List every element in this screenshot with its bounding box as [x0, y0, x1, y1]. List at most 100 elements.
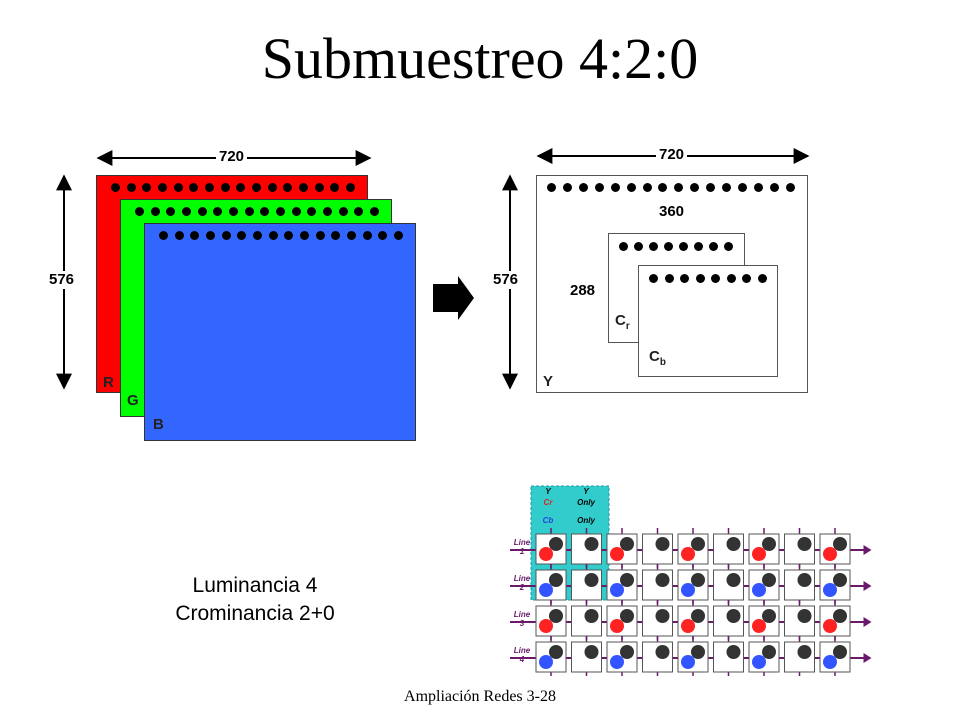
sample-dot — [649, 274, 658, 283]
pixel-cell — [677, 605, 709, 637]
sample-dot — [664, 274, 674, 283]
cb-plane-label: Cb — [649, 348, 666, 368]
cr-sample — [539, 547, 553, 561]
sample-dot — [197, 207, 207, 216]
pixel-cell — [748, 641, 780, 673]
sample-dot — [237, 231, 247, 240]
row-arrow-icon — [863, 653, 872, 663]
legend-text: Only — [577, 516, 595, 525]
cr-sample — [610, 619, 624, 633]
sample-dot — [244, 207, 254, 216]
pixel-cell — [784, 605, 815, 637]
cb-plane: Cb — [638, 265, 778, 377]
pixel-cell — [571, 533, 602, 565]
luma-sample — [762, 573, 776, 587]
cb-sample — [752, 655, 766, 669]
luma-sample — [549, 645, 563, 659]
green-plane-label: G — [127, 392, 139, 409]
sample-dot — [578, 183, 588, 192]
sample-dot — [346, 231, 356, 240]
pixel-cell — [642, 533, 673, 565]
chroma-width-label: 360 — [656, 203, 688, 221]
cb-sample — [681, 583, 695, 597]
pixel-cell — [819, 641, 851, 673]
sample-dot — [345, 183, 355, 192]
pixel-cell — [606, 533, 638, 565]
luma-sample — [691, 609, 705, 623]
sample-dot — [189, 183, 199, 192]
sample-dot — [283, 183, 293, 192]
cr-sample-dots — [619, 242, 733, 251]
sample-dot — [181, 207, 191, 216]
sample-dot — [126, 183, 136, 192]
sample-dot — [205, 231, 215, 240]
red-plane-label: R — [103, 374, 114, 391]
cb-sample — [539, 655, 553, 669]
sample-dot — [726, 274, 736, 283]
pixel-cell — [642, 569, 673, 601]
pixel-cell — [535, 605, 567, 637]
caption: Luminancia 4 Crominancia 2+0 — [130, 572, 380, 628]
legend-text: Cb — [543, 516, 554, 525]
sample-dot — [142, 183, 152, 192]
pixel-cell — [677, 569, 709, 601]
row-label: Line — [514, 646, 531, 655]
sample-dot — [634, 242, 643, 251]
legend-text: Y — [545, 487, 551, 496]
row-arrow-icon — [863, 617, 872, 627]
sample-dot — [709, 242, 718, 251]
sample-dot — [299, 231, 309, 240]
sample-dot — [642, 183, 652, 192]
cr-sample — [752, 619, 766, 633]
sample-dot — [204, 183, 214, 192]
cr-plane-label: Cr — [615, 312, 630, 332]
luma-sample-dots — [547, 183, 795, 192]
sample-dot — [291, 207, 301, 216]
sample-dot — [610, 183, 620, 192]
luma-sample — [726, 645, 741, 659]
sample-dot — [213, 207, 223, 216]
pixel-cell — [784, 533, 815, 565]
pixel-cell — [819, 569, 851, 601]
sample-dot — [724, 242, 733, 251]
sample-dot — [753, 183, 763, 192]
ycc-width-label: 720 — [656, 146, 688, 164]
sample-dot — [307, 207, 317, 216]
rgb-height-label: 576 — [46, 271, 78, 289]
luma-sample — [833, 573, 847, 587]
row-arrow-icon — [863, 581, 872, 591]
luma-sample — [691, 573, 705, 587]
pixel-cell — [784, 641, 815, 673]
pixel-cell — [748, 569, 780, 601]
row-arrow-icon — [863, 545, 872, 555]
luma-sample — [584, 645, 599, 659]
cr-sample — [681, 547, 695, 561]
sample-dot — [626, 183, 636, 192]
row-label: Line — [514, 538, 531, 547]
footer: Ampliación Redes 3-28 — [404, 688, 556, 705]
sample-dot — [159, 231, 168, 240]
sample-dot — [220, 183, 230, 192]
pixel-cell — [748, 533, 780, 565]
pixel-cell — [819, 605, 851, 637]
pixel-cell — [819, 533, 851, 565]
row-label: Line — [514, 574, 531, 583]
luma-sample — [797, 645, 812, 659]
pixel-cell — [642, 605, 673, 637]
sample-dot — [757, 274, 767, 283]
luma-sample — [584, 537, 599, 551]
luma-sample — [655, 537, 670, 551]
cb-sample — [823, 583, 837, 597]
pixel-cell — [713, 569, 744, 601]
pixel-cell — [642, 641, 673, 673]
luma-sample — [726, 537, 741, 551]
sample-dot — [354, 207, 364, 216]
cr-sample — [752, 547, 766, 561]
sample-dot — [680, 274, 690, 283]
luma-sample — [620, 573, 634, 587]
pixel-cell — [677, 533, 709, 565]
luma-sample — [833, 537, 847, 551]
row-label: 3 — [520, 619, 525, 628]
luma-sample — [549, 609, 563, 623]
